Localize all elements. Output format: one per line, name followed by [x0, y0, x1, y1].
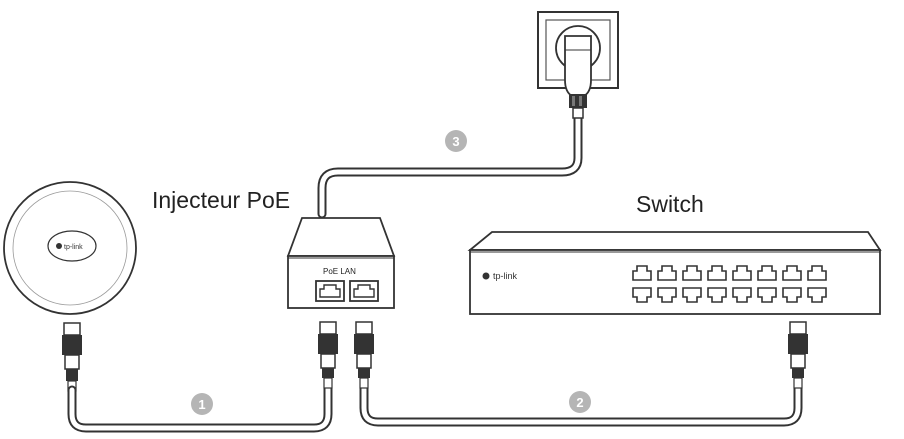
- switch-port: [682, 287, 702, 303]
- switch-port: [707, 287, 727, 303]
- switch-port: [732, 265, 752, 281]
- switch-port: [632, 287, 652, 303]
- switch-logo-icon: [482, 272, 490, 280]
- switch-port: [707, 265, 727, 281]
- injector-lan-port: [349, 280, 379, 302]
- switch-port: [657, 265, 677, 281]
- switch-ethernet-connector: [788, 321, 808, 389]
- switch-port: [782, 287, 802, 303]
- step-badge-2: 2: [569, 391, 591, 413]
- cable-2: [359, 381, 803, 427]
- wall-outlet: [537, 11, 619, 119]
- switch-ports: [632, 265, 827, 303]
- access-point: tp-link: [3, 181, 137, 315]
- switch-port: [782, 265, 802, 281]
- switch-port: [657, 287, 677, 303]
- ap-ethernet-connector: [62, 322, 82, 392]
- ap-brand-label: tp-link: [64, 244, 83, 251]
- switch-port: [682, 265, 702, 281]
- injector-label: Injecteur PoE: [152, 187, 290, 213]
- step-badge-1: 1: [191, 393, 213, 415]
- injector-lan-connector: [354, 321, 374, 389]
- switch-port: [732, 287, 752, 303]
- step-1-number: 1: [198, 397, 205, 412]
- switch-port: [757, 265, 777, 281]
- switch-port: [632, 265, 652, 281]
- step-badge-3: 3: [445, 130, 467, 152]
- tp-link-logo-icon: [56, 243, 62, 249]
- switch-brand-label: tp-link: [493, 271, 518, 281]
- cable-1: [67, 381, 333, 433]
- switch-port: [807, 265, 827, 281]
- injector-ports-label: PoE LAN: [323, 267, 356, 276]
- step-2-number: 2: [576, 395, 583, 410]
- switch-label: Switch: [636, 191, 704, 217]
- network-switch: tp-link: [467, 231, 882, 315]
- injector-poe-connector: [318, 321, 338, 389]
- switch-port: [757, 287, 777, 303]
- injector-poe-port: [315, 280, 345, 302]
- step-3-number: 3: [452, 134, 459, 149]
- poe-injector: PoE LAN: [286, 217, 396, 309]
- switch-port: [807, 287, 827, 303]
- power-cable: [317, 113, 583, 219]
